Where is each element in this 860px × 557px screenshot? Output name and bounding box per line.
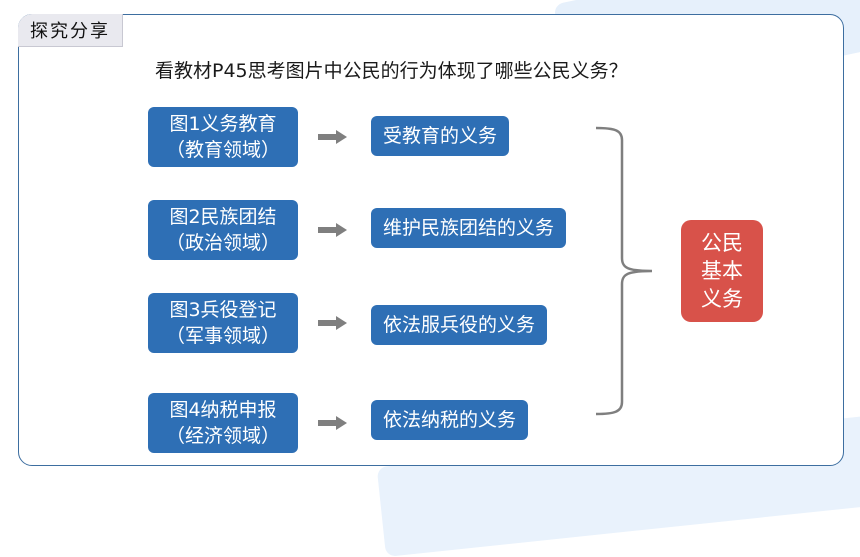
source-box-3: 图3兵役登记 （军事领域）	[148, 293, 298, 353]
result-line-1: 公民	[701, 231, 743, 255]
result-box: 公民 基本 义务	[681, 220, 763, 322]
source-domain-2: （政治领域）	[165, 232, 280, 254]
arrow-right-icon	[318, 416, 348, 430]
arrow-right-icon	[318, 316, 348, 330]
source-domain-4: （经济领域）	[165, 425, 280, 447]
source-box-1: 图1义务教育 （教育领域）	[148, 107, 298, 167]
source-title-1: 图1义务教育	[169, 113, 277, 135]
section-tag: 探究分享	[18, 14, 123, 47]
result-line-2: 基本	[701, 259, 743, 283]
question-text: 看教材P45思考图片中公民的行为体现了哪些公民义务？	[155, 60, 628, 82]
source-domain-3: （军事领域）	[165, 325, 280, 347]
source-box-4: 图4纳税申报 （经济领域）	[148, 393, 298, 453]
result-line-3: 义务	[701, 287, 743, 311]
source-title-4: 图4纳税申报	[169, 399, 277, 421]
source-title-2: 图2民族团结	[169, 206, 277, 228]
right-brace-icon	[595, 126, 653, 416]
duty-box-4: 依法纳税的义务	[371, 400, 529, 440]
arrow-right-icon	[318, 130, 348, 144]
source-domain-1: （教育领域）	[165, 139, 280, 161]
duty-box-2: 维护民族团结的义务	[371, 208, 567, 248]
source-title-3: 图3兵役登记	[169, 299, 277, 321]
arrow-right-icon	[318, 223, 348, 237]
duty-box-3: 依法服兵役的义务	[371, 305, 548, 345]
source-box-2: 图2民族团结 （政治领域）	[148, 200, 298, 260]
duty-box-1: 受教育的义务	[371, 116, 510, 156]
